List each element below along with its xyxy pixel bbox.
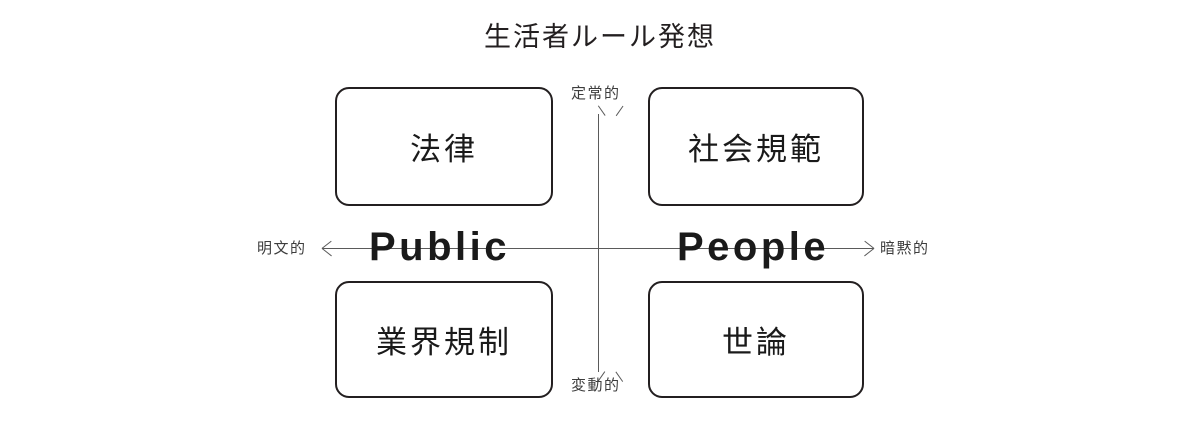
diagram-title: 生活者ルール発想 — [484, 22, 716, 52]
quadrant-label-bottom-right: 世論 — [722, 325, 790, 360]
axis-pole-label-bottom: 変動的 — [571, 377, 621, 394]
quadrant-label-bottom-left: 業界規制 — [376, 325, 512, 360]
quadrant-box-bottom-right: 世論 — [648, 281, 864, 398]
vertical-axis-line — [598, 114, 600, 372]
quadrant-box-bottom-left: 業界規制 — [335, 281, 553, 398]
axis-word-people: People — [677, 225, 830, 269]
quadrant-label-top-right: 社会規範 — [688, 132, 824, 167]
quadrant-label-top-left: 法律 — [410, 132, 478, 167]
axis-pole-label-right: 暗黙的 — [880, 240, 930, 257]
axis-pole-label-top: 定常的 — [571, 85, 621, 102]
axis-word-public: Public — [369, 225, 511, 269]
quadrant-box-top-left: 法律 — [335, 87, 553, 206]
axis-pole-label-left: 明文的 — [257, 240, 307, 257]
quadrant-box-top-right: 社会規範 — [648, 87, 864, 206]
